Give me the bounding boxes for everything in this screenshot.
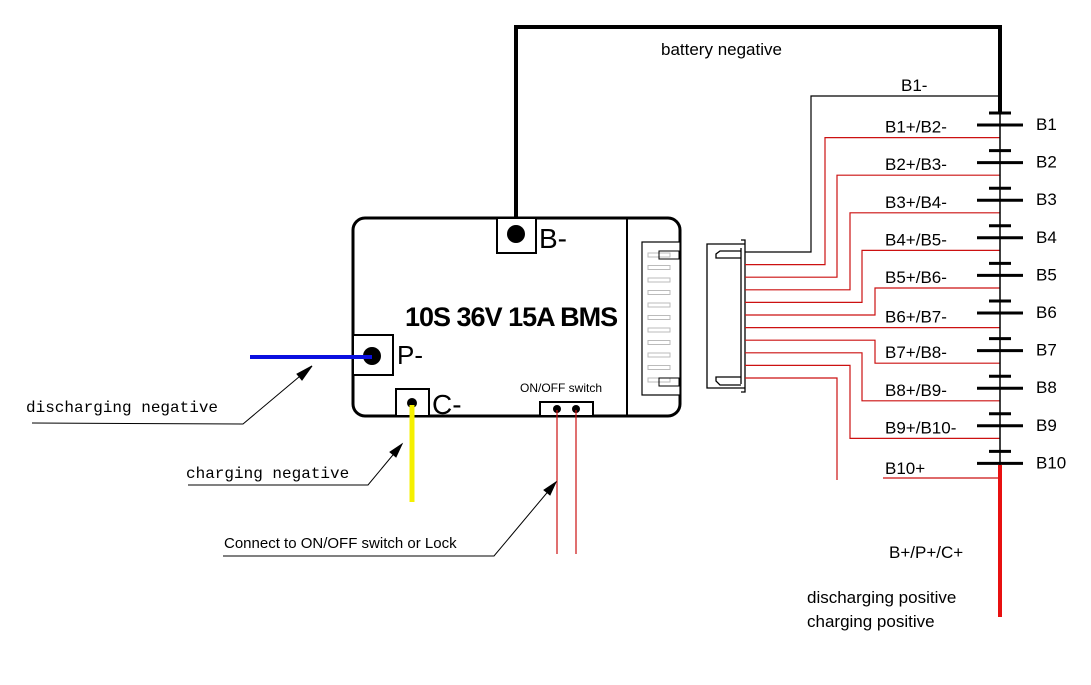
b-minus-terminal xyxy=(507,225,525,243)
balance-label: B1- xyxy=(901,76,927,95)
balance-label: B4+/B5- xyxy=(885,230,947,249)
header-pin xyxy=(647,265,671,270)
cell-label: B1 xyxy=(1036,115,1057,134)
cell-label: B9 xyxy=(1036,416,1057,435)
balance-wire xyxy=(745,137,1000,266)
balance-label: B6+/B7- xyxy=(885,308,947,327)
charging-negative-label: charging negative xyxy=(186,465,349,483)
bms-title: 10S 36V 15A BMS xyxy=(405,302,617,332)
balance-wire xyxy=(745,352,1000,402)
discharging-negative-label: discharging negative xyxy=(26,399,218,417)
header-pin xyxy=(647,290,671,295)
switch-connect-label: Connect to ON/OFF switch or Lock xyxy=(224,535,457,552)
balance-label: B5+/B6- xyxy=(885,268,947,287)
header-latch-top xyxy=(658,250,680,260)
b-minus-label: B- xyxy=(539,223,567,254)
balance-label: B9+/B10- xyxy=(885,418,956,437)
header-pin xyxy=(647,365,671,370)
header-latch-bottom xyxy=(658,377,680,387)
balance-wire xyxy=(745,212,1000,291)
balance-wire xyxy=(745,95,1000,253)
balance-wires xyxy=(745,95,1000,480)
header-pin xyxy=(647,302,671,308)
balance-wire xyxy=(745,364,1000,439)
cell-label: B5 xyxy=(1036,265,1057,284)
balance-label: B7+/B8- xyxy=(885,343,947,362)
balance-wire xyxy=(745,174,1000,278)
positive-terminal-label: B+/P+/C+ xyxy=(889,543,963,562)
charging-positive-label: charging positive xyxy=(807,612,935,631)
leader-charging-negative xyxy=(188,442,404,486)
balance-plug xyxy=(706,239,746,393)
header-pin xyxy=(647,327,671,333)
cell-label: B4 xyxy=(1036,228,1057,247)
balance-label: B2+/B3- xyxy=(885,155,947,174)
header-pin xyxy=(647,352,671,358)
balance-label: B1+/B2- xyxy=(885,118,947,137)
switch-label: ON/OFF switch xyxy=(520,381,602,395)
cell-label: B6 xyxy=(1036,303,1057,322)
switch-connector xyxy=(539,401,594,417)
balance-wire xyxy=(745,287,1000,316)
battery-negative-wire xyxy=(514,25,1002,232)
cell-label: B2 xyxy=(1036,153,1057,172)
discharging-positive-label: discharging positive xyxy=(807,588,956,607)
battery-negative-label: battery negative xyxy=(661,40,782,59)
cell-label: B3 xyxy=(1036,190,1057,209)
header-pin xyxy=(647,277,671,283)
bms-board: B- P- C- 10S 36V 15A BMS ON/OFF switch xyxy=(351,216,682,420)
balance-wire xyxy=(745,339,1000,364)
header-pin xyxy=(647,340,671,345)
balance-labels: B1- B1+/B2- B2+/B3- B3+/B4- B4+/B5- B5+/B6- B6… xyxy=(885,76,956,478)
leader-switch xyxy=(223,480,558,557)
balance-label: B10+ xyxy=(885,459,925,478)
cell-label: B8 xyxy=(1036,378,1057,397)
switch-pin-2 xyxy=(572,405,580,413)
c-minus-label: C- xyxy=(432,389,462,420)
header-pin xyxy=(647,315,671,320)
p-minus-label: P- xyxy=(397,340,423,370)
cell-label: B7 xyxy=(1036,341,1057,360)
balance-wire xyxy=(745,249,1000,303)
leader-discharging-negative xyxy=(31,365,313,425)
balance-label: B8+/B9- xyxy=(885,381,947,400)
balance-label: B3+/B4- xyxy=(885,193,947,212)
switch-pin-1 xyxy=(553,405,561,413)
cell-label: B10 xyxy=(1036,453,1066,472)
balance-wire xyxy=(745,377,838,480)
